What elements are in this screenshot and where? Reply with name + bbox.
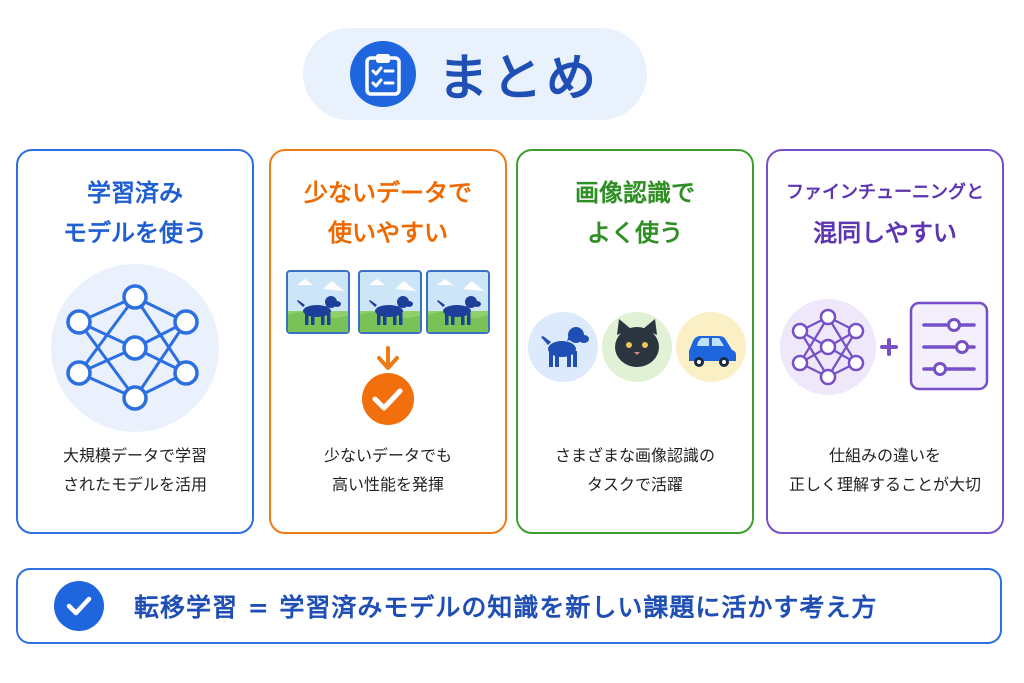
neural-network-icon bbox=[51, 264, 219, 432]
card-title: 学習済み モデルを使う bbox=[63, 179, 207, 247]
clipboard-checklist-icon bbox=[350, 41, 416, 107]
card-description: さまざまな画像認識の タスクで活躍 bbox=[554, 446, 715, 494]
card-image-recognition: 画像認識で よく使う bbox=[516, 149, 754, 534]
card-fine-tuning-confusion: ファインチューニングと 混同しやすい bbox=[766, 149, 1004, 534]
card-pretrained-model: 学習済み モデルを使う 大規模データで学習 されたモデルを活用 bbox=[16, 149, 254, 534]
card-title: 少ないデータで 使いやすい bbox=[304, 179, 472, 247]
dog-cat-car-icons bbox=[528, 312, 746, 382]
conclusion-banner: 転移学習 = 学習済みモデルの知識を新しい課題に活かす考え方 bbox=[16, 568, 1002, 644]
card-description: 大規模データで学習 されたモデルを活用 bbox=[62, 446, 207, 494]
network-plus-sliders-icon bbox=[780, 299, 989, 395]
card-title: ファインチューニングと 混同しやすい bbox=[786, 182, 984, 247]
card-description: 仕組みの違いを 正しく理解することが大切 bbox=[788, 446, 981, 494]
card-title: 画像認識で よく使う bbox=[575, 179, 695, 247]
card-few-data: 少ないデータで 使いやすい bbox=[269, 149, 507, 534]
page-title: まとめ bbox=[438, 49, 600, 107]
dog-images-to-check-icon bbox=[286, 270, 490, 425]
title-pill: まとめ bbox=[303, 28, 647, 120]
check-circle-icon bbox=[54, 581, 104, 631]
conclusion-text: 転移学習 = 学習済みモデルの知識を新しい課題に活かす考え方 bbox=[134, 593, 878, 622]
card-description: 少ないデータでも 高い性能を発揮 bbox=[323, 446, 452, 494]
